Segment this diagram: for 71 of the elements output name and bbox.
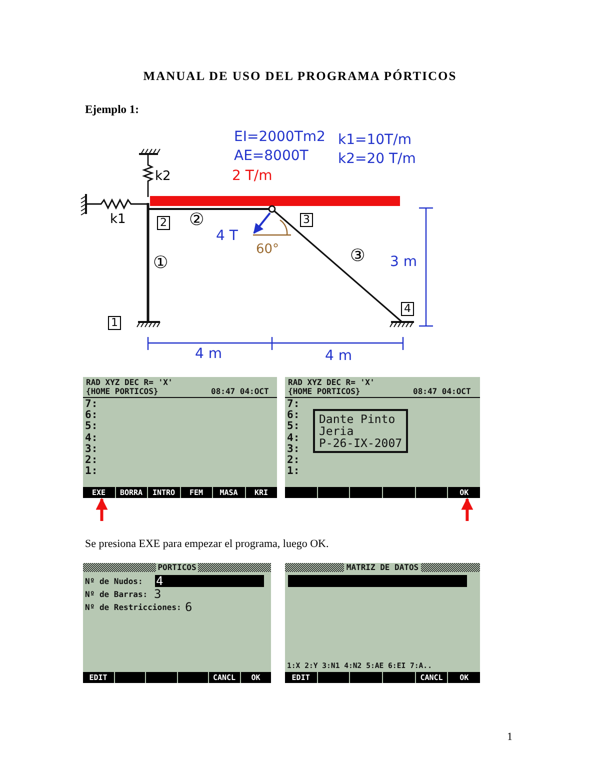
softkey-button	[285, 487, 317, 498]
formula-text: k1=10T/m	[338, 132, 412, 148]
calculator-screen	[83, 377, 277, 498]
screen-text: 4:	[85, 432, 98, 444]
screen-text: 2:	[287, 455, 300, 466]
softkey-button	[146, 672, 176, 683]
formula-text: AE=8000T	[234, 148, 308, 164]
screen-text: Nº de Barras:	[85, 591, 148, 599]
screen-text: 3:	[85, 444, 98, 454]
arrow	[96, 498, 108, 521]
screen-text: 08:47 04:OCT	[211, 388, 269, 396]
softkey-button	[383, 672, 415, 683]
screen-text: RAD XYZ DEC R= 'X'	[288, 379, 375, 387]
screen-text: 6:	[287, 410, 300, 421]
screen-title: MATRIZ DE DATOS	[344, 563, 421, 572]
calculator-screen	[285, 377, 480, 498]
screen-text: {HOME PORTICOS}	[288, 388, 360, 396]
screen-title: PORTICOS	[156, 563, 198, 572]
screen-text: Nº de Nudos:	[85, 578, 143, 586]
softkey-button	[416, 487, 448, 498]
screen-text: 3:	[287, 444, 300, 454]
input-field: 4	[155, 575, 264, 587]
dimension-label: 4 m	[195, 346, 222, 362]
dimension-label: 3 m	[390, 254, 417, 270]
force-label: 4 T	[216, 228, 238, 244]
screen-text: 7:	[85, 399, 98, 410]
spring-label: k2	[155, 170, 171, 185]
member-number: ③	[350, 247, 366, 267]
formula-text: k2=20 T/m	[338, 151, 416, 168]
caption-text: Se presiona EXE para empezar el programa, luego OK.	[85, 538, 329, 551]
joint-number-box: 1	[108, 316, 121, 330]
screen-text: 5:	[287, 421, 300, 432]
screen-text: 1:	[85, 466, 98, 477]
load-label: 2 T/m	[232, 168, 272, 184]
softkey-button	[350, 672, 382, 683]
screen-text: {HOME PORTICOS}	[86, 388, 158, 396]
screen-text: 1:	[287, 466, 300, 477]
screen-text: 3	[154, 588, 162, 600]
dimension-label: 4 m	[325, 348, 352, 364]
message-text: Dante Pinto Jeria	[319, 413, 396, 437]
softkey-button	[318, 487, 350, 498]
page-title: MANUAL DE USO DEL PROGRAMA PÓRTICOS	[142, 69, 458, 84]
member-number: ②	[189, 211, 204, 231]
screen-text: 6	[185, 601, 192, 613]
calculator-screen	[285, 563, 480, 683]
joint-number-box: 2	[157, 216, 170, 230]
softkey-button	[318, 672, 350, 683]
screen-text: 7:	[287, 399, 300, 410]
softkey-button	[114, 672, 145, 683]
member-number: ①	[153, 254, 168, 274]
spring-label: k1	[110, 213, 126, 228]
formula-text: EI=2000Tm2	[234, 129, 326, 146]
message-text: P-26-IX-2007	[319, 437, 402, 449]
angle-label: 60°	[256, 243, 280, 258]
joint-number-box: 4	[401, 302, 414, 316]
joint-number-box: 3	[300, 213, 313, 227]
page-number: 1	[507, 731, 512, 744]
screen-text: 6:	[85, 410, 98, 421]
heading: Ejemplo 1:	[85, 104, 139, 118]
softkey-button	[178, 672, 208, 683]
calculator-screen	[83, 563, 271, 683]
message-box	[313, 409, 408, 453]
arrow	[461, 498, 474, 521]
screen-text: 08:47 04:OCT	[413, 388, 471, 396]
screen-text: RAD XYZ DEC R= 'X'	[86, 379, 173, 387]
screen-text: 4:	[287, 432, 300, 444]
screen-text: 5:	[85, 421, 98, 432]
screen-text: Nº de Restricciones:	[85, 604, 182, 612]
screen-text: 2:	[85, 455, 98, 466]
softkey-button	[350, 487, 382, 498]
softkey-button	[383, 487, 415, 498]
